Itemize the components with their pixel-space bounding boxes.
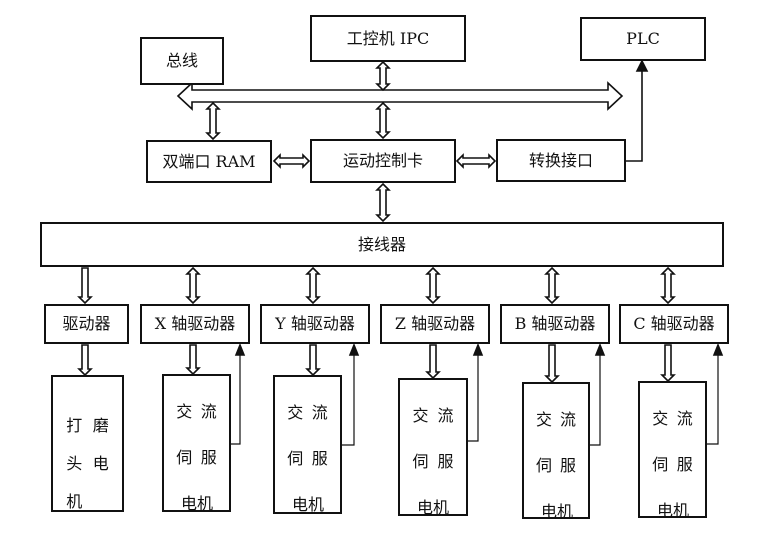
b-axis-driver-label: B 轴驱动器 (514, 314, 596, 333)
servo-char: 流 (437, 406, 454, 425)
servo-label-line3: 电机 (657, 501, 690, 520)
converter-interface-box: 转换接口 (496, 139, 626, 182)
grinder-char: 机 (66, 492, 83, 511)
b-feedback-arrowhead (594, 342, 606, 356)
y-feedback-line (342, 354, 355, 446)
y-feedback-arrowhead (348, 342, 360, 356)
x-servo-motor-box: 交 流 伺 服 电机 (162, 374, 231, 513)
bus-ram-arrow (205, 101, 221, 141)
servo-char: 流 (311, 403, 328, 422)
grinder-motor-box: 打 磨 头 电 机 (51, 375, 124, 512)
servo-label-line3: 电机 (292, 495, 325, 514)
grinder-char: 磨 (92, 416, 109, 435)
dual-port-ram-box: 双端口 RAM (146, 140, 272, 183)
servo-char: 伺 (287, 449, 304, 468)
x-terminal-driver-arrow (185, 266, 201, 305)
bus-motion-card-arrow (375, 101, 391, 140)
bus-box: 总线 (140, 37, 224, 85)
servo-char: 交 (176, 402, 193, 421)
servo-char: 服 (200, 448, 217, 467)
x-axis-driver-label: X 轴驱动器 (154, 314, 236, 333)
b-feedback-line (590, 354, 601, 446)
z-servo-motor-box: 交 流 伺 服 电机 (398, 378, 468, 517)
ipc-bus-arrow (375, 60, 391, 92)
grinder-char: 电 (92, 454, 109, 473)
b-driver-motor-arrow (544, 344, 560, 384)
c-axis-driver-label: C 轴驱动器 (633, 314, 715, 333)
x-feedback-arrowhead (234, 342, 246, 356)
motion-control-card-box: 运动控制卡 (310, 139, 456, 183)
z-axis-driver-box: Z 轴驱动器 (380, 304, 490, 344)
z-terminal-driver-arrow (425, 266, 441, 305)
servo-char: 交 (652, 409, 669, 428)
y-servo-motor-box: 交 流 伺 服 电机 (273, 375, 342, 514)
c-feedback-arrowhead (712, 342, 724, 356)
driver-grinder-arrow (77, 344, 93, 377)
c-feedback-line (707, 354, 719, 445)
z-feedback-arrowhead (472, 342, 484, 356)
x-feedback-line (231, 354, 241, 445)
servo-char: 交 (535, 410, 552, 429)
y-axis-driver-label: Y 轴驱动器 (275, 314, 355, 333)
ram-motion-card-arrow (272, 153, 311, 169)
servo-char: 伺 (535, 456, 552, 475)
driver-label: 驱动器 (62, 314, 111, 333)
converter-interface-label: 转换接口 (528, 150, 593, 170)
x-driver-motor-arrow (185, 344, 201, 376)
servo-char: 流 (559, 410, 576, 429)
z-driver-motor-arrow (425, 344, 441, 380)
z-feedback-line (468, 354, 479, 442)
y-terminal-driver-arrow (305, 266, 321, 305)
x-axis-driver-box: X 轴驱动器 (140, 304, 250, 344)
bus-double-arrow (176, 81, 624, 111)
y-axis-driver-box: Y 轴驱动器 (260, 304, 370, 344)
servo-char: 服 (311, 449, 328, 468)
servo-char: 流 (676, 409, 693, 428)
driver-box: 驱动器 (44, 304, 129, 344)
dual-port-ram-label: 双端口 RAM (162, 151, 256, 171)
z-axis-driver-label: Z 轴驱动器 (394, 314, 476, 333)
terminal-block-box: 接线器 (40, 222, 724, 267)
servo-label-line3: 电机 (541, 502, 574, 521)
c-terminal-driver-arrow (660, 266, 676, 305)
servo-char: 服 (676, 455, 693, 474)
plc-arrowhead (635, 59, 649, 72)
converter-plc-line (626, 70, 643, 162)
c-servo-motor-box: 交 流 伺 服 电机 (638, 381, 707, 520)
servo-label-line3: 电机 (417, 498, 450, 517)
motion-control-card-label: 运动控制卡 (342, 151, 423, 170)
servo-char: 流 (200, 402, 217, 421)
motion-card-converter-arrow (455, 153, 497, 169)
plc-label: PLC (626, 29, 660, 48)
servo-char: 交 (287, 403, 304, 422)
grinder-char: 打 (66, 416, 83, 435)
b-servo-motor-box: 交 流 伺 服 电机 (522, 382, 590, 521)
servo-char: 服 (437, 452, 454, 471)
b-terminal-driver-arrow (544, 266, 560, 305)
ipc-box: 工控机 IPC (310, 15, 466, 62)
motion-card-terminal-arrow (375, 182, 391, 223)
plc-box: PLC (580, 17, 706, 61)
y-driver-motor-arrow (305, 344, 321, 377)
servo-char: 伺 (412, 452, 429, 471)
c-driver-motor-arrow (660, 344, 676, 383)
terminal-block-label: 接线器 (357, 234, 406, 254)
ipc-label: 工控机 IPC (346, 28, 430, 48)
grinder-char: 头 (66, 454, 83, 473)
servo-char: 服 (559, 456, 576, 475)
servo-char: 伺 (176, 448, 193, 467)
bus-label: 总线 (165, 51, 198, 70)
servo-label-line3: 电机 (181, 494, 214, 513)
c-axis-driver-box: C 轴驱动器 (619, 304, 729, 344)
terminal-driver-arrow (77, 267, 93, 305)
servo-char: 伺 (652, 455, 669, 474)
b-axis-driver-box: B 轴驱动器 (500, 304, 610, 344)
servo-char: 交 (412, 406, 429, 425)
